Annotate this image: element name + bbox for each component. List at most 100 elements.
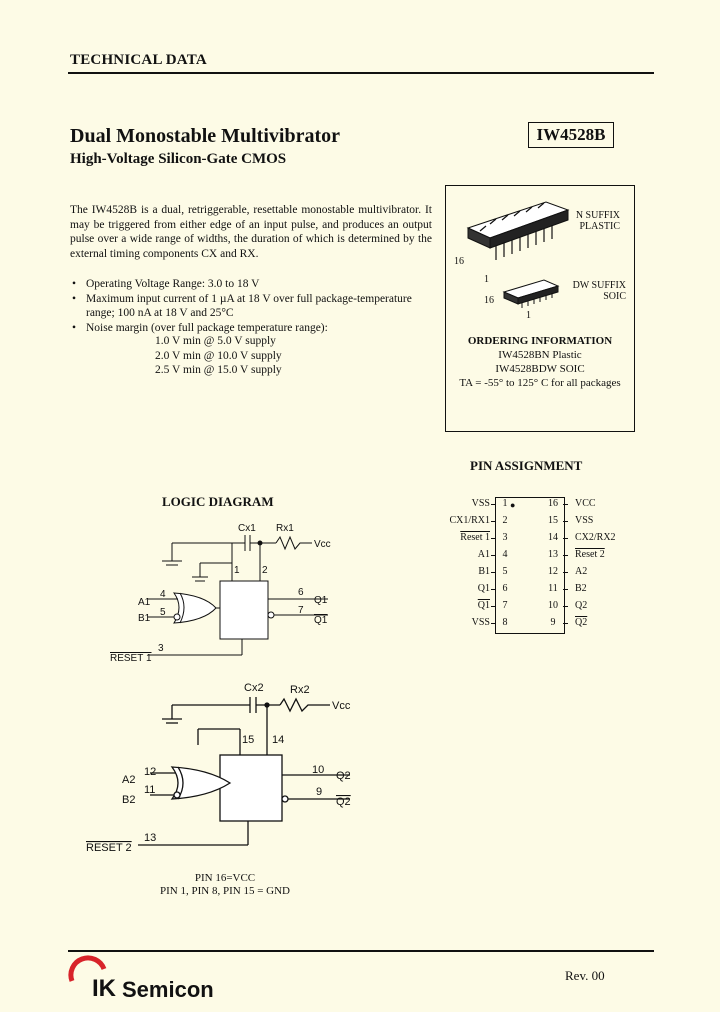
soic-pin16-label: 16 [484, 295, 494, 306]
noise-margin-item: 2.0 V min @ 10.0 V supply [155, 349, 282, 362]
rx1-label: Rx1 [276, 523, 294, 534]
n-suffix-text: N SUFFIX [575, 210, 620, 221]
pin-number-left: 1 [502, 498, 508, 509]
pin-number-right: 10 [548, 600, 558, 611]
logic-diagram-heading: LOGIC DIAGRAM [162, 494, 274, 509]
pin-name-left: Q1 [477, 600, 490, 611]
pin-lead [491, 555, 496, 556]
dip-pin16-label: 16 [454, 256, 464, 267]
pin-label: 11 [144, 784, 155, 796]
n-type-text: PLASTIC [579, 221, 620, 232]
pin-lead [491, 572, 496, 573]
ordering-item: IW4528BN Plastic [498, 349, 582, 361]
pin-label: 3 [158, 643, 164, 654]
revision-label: Rev. 00 [565, 968, 605, 983]
logo-prefix: IK [92, 975, 116, 1002]
vcc2-label: Vcc [332, 700, 351, 712]
pin-label: 13 [144, 832, 156, 844]
pin-label: 4 [160, 589, 166, 600]
pin-number-right: 11 [548, 583, 558, 594]
dw-suffix-label: DW SUFFIX SOIC [546, 280, 626, 302]
package-illustration [466, 201, 570, 308]
logic-diagram-unit1: Cx1 Rx1 Vcc 1 2 4 5 A1 B1 6 7 Q1 Q1 3 RE… [110, 523, 331, 664]
pin-name-left: VSS [471, 617, 490, 628]
pin-label: 9 [316, 786, 322, 798]
pin-package-outline [495, 497, 565, 634]
ordering-temp-note: TA = -55° to 125° C for all packages [459, 377, 621, 389]
pin-name-left: Reset 1 [460, 532, 490, 543]
pin-number-left: 8 [502, 617, 508, 628]
pin-lead [563, 521, 568, 522]
a1-label: A1 [138, 597, 151, 608]
pin-lead [563, 589, 568, 590]
noise-margin-list: 1.0 V min @ 5.0 V supply 2.0 V min @ 10.… [155, 334, 282, 378]
dip-pin1-label: 1 [484, 274, 489, 285]
pin-number-right: 9 [550, 617, 556, 628]
pin-label: 10 [312, 764, 324, 776]
section-header: TECHNICAL DATA [70, 52, 207, 68]
feature-item: Operating Voltage Range: 3.0 to 18 V [70, 277, 432, 292]
pin-number-right: 16 [548, 498, 558, 509]
q2bar-label: Q2 [336, 796, 351, 808]
pin-assignment-heading: PIN ASSIGNMENT [470, 458, 583, 473]
description-text: The IW4528B is a dual, retriggerable, re… [70, 204, 432, 260]
pin-number-left: 7 [502, 600, 508, 611]
cx1-label: Cx1 [238, 523, 256, 534]
pin-name-left: VSS [471, 498, 490, 509]
b2-label: B2 [122, 794, 135, 806]
pin-label: 5 [160, 607, 166, 618]
pin-label: 7 [298, 605, 304, 616]
pin-label: 15 [242, 734, 254, 746]
pin-lead [491, 623, 496, 624]
feature-item: Noise margin (over full package temperat… [70, 321, 432, 336]
pin-number-left: 3 [502, 532, 508, 543]
a2-label: A2 [122, 774, 135, 786]
pin1-dot-icon: ● [510, 500, 516, 510]
reset1-label: RESET 1 [110, 653, 152, 664]
dw-suffix-text: DW SUFFIX [572, 280, 626, 291]
q1bar-label: Q1 [314, 615, 328, 626]
logo-suffix: Semicon [122, 977, 214, 1002]
part-number-box: IW4528B [528, 122, 614, 148]
n-suffix-label: N SUFFIX PLASTIC [546, 210, 620, 232]
package-info-box: N SUFFIX PLASTIC 16 1 DW SUFFIX SOIC 16 … [445, 185, 635, 432]
pin-number-left: 5 [502, 566, 508, 577]
pin-number-left: 2 [502, 515, 508, 526]
pin-number-right: 12 [548, 566, 558, 577]
logo-arc-icon [68, 955, 107, 982]
soic-pin1-label: 1 [526, 310, 531, 321]
pin-label: 1 [234, 565, 240, 576]
pin-name-right: VSS [575, 515, 594, 526]
pin-lead [491, 521, 496, 522]
ordering-heading: ORDERING INFORMATION [467, 335, 613, 347]
vcc1-label: Vcc [314, 539, 331, 550]
pin-name-right: Q2 [575, 600, 588, 611]
pin-lead [563, 606, 568, 607]
pin-name-right: CX2/RX2 [575, 532, 616, 543]
pin-label: 2 [262, 565, 268, 576]
page-subtitle: High-Voltage Silicon-Gate CMOS [70, 151, 287, 167]
pin-lead [563, 504, 568, 505]
pin-number-right: 15 [548, 515, 558, 526]
footer-rule [68, 950, 654, 952]
page-title: Dual Monostable Multivibrator [70, 125, 340, 147]
pin-name-right: B2 [575, 583, 587, 594]
pin-label: 14 [272, 734, 284, 746]
header-rule [68, 72, 654, 74]
pin-name-right: Reset 2 [575, 549, 605, 560]
pin-name-right: A2 [575, 566, 588, 577]
pin-label: 6 [298, 587, 304, 598]
ordering-item: IW4528BDW SOIC [495, 363, 585, 375]
pin-name-left: CX1/RX1 [449, 515, 490, 526]
cx2-label: Cx2 [244, 682, 264, 694]
pin-name-left: B1 [478, 566, 490, 577]
pin-lead [563, 623, 568, 624]
pin-note-vcc: PIN 16=VCC [194, 872, 256, 884]
pin-lead [491, 504, 496, 505]
pin-name-left: A1 [477, 549, 490, 560]
pin-lead [491, 606, 496, 607]
noise-margin-item: 1.0 V min @ 5.0 V supply [155, 335, 276, 347]
q1-label: Q1 [314, 595, 328, 606]
reset2-label: RESET 2 [86, 842, 132, 854]
pin-lead [563, 538, 568, 539]
